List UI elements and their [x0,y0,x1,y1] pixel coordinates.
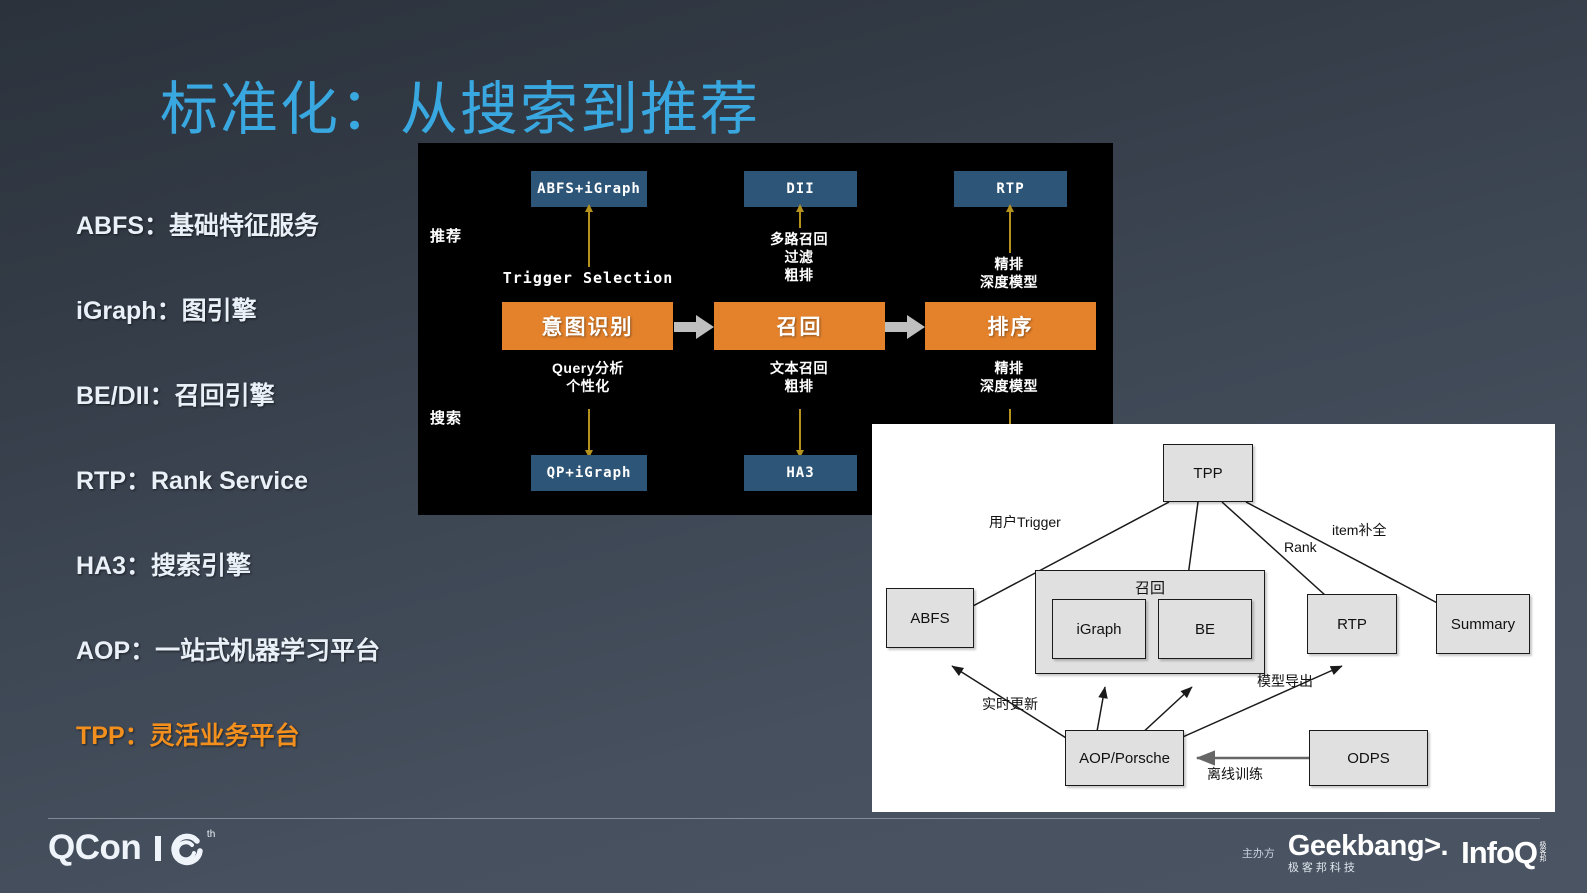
pipeline-caption-rank-bottom: 精排 深度模型 [980,360,1038,394]
list-item: RTP：Rank Service [76,467,309,495]
list-item-highlighted: TPP：灵活业务平台 [76,722,300,750]
arch-node-abfs: ABFS [886,588,974,648]
arch-node-be: BE [1158,599,1252,659]
sponsor-logos: 主办方 Geekbang>. 极客邦科技 InfoQ 极客邦 [1242,832,1547,874]
pipeline-caption-rank-top: 精排 深度模型 [980,256,1038,290]
arch-edge-label-offline-train: 离线训练 [1207,766,1263,782]
list-item: HA3：搜索引擎 [76,552,252,580]
page-title: 标准化：从搜索到推荐 [160,77,761,142]
arch-node-tpp: TPP [1163,444,1253,502]
arch-node-rtp: RTP [1307,594,1397,654]
pipeline-caption-recall-top: 多路召回 过滤 粗排 [770,231,828,283]
qcon-logo: QCon th [48,828,216,868]
arrow-up-icon [1006,204,1014,253]
geekbang-logo: Geekbang>. 极客邦科技 [1287,830,1449,874]
list-item: BE/DII：召回引擎 [76,382,275,410]
arch-edge-label-model-export: 模型导出 [1257,673,1313,689]
pipeline-top-box-abfs-igraph: ABFS+iGraph [531,171,647,207]
pipeline-top-box-rtp: RTP [954,171,1067,207]
infoq-logo: InfoQ 极客邦 [1461,835,1547,871]
pipeline-stage-recall: 召回 [714,302,885,350]
list-item: ABFS：基础特征服务 [76,212,320,240]
pipeline-stage-intent: 意图识别 [502,302,673,350]
geekbang-wordmark: Geekbang>. [1287,830,1449,862]
pipeline-row-label-recommend: 推荐 [430,228,463,245]
pipeline-caption-trigger-selection: Trigger Selection [502,269,674,287]
pipeline-bottom-box-qp-igraph: QP+iGraph [531,455,647,491]
arch-node-igraph: iGraph [1052,599,1146,659]
pipeline-stage-rank: 排序 [925,302,1096,350]
list-item: iGraph：图引擎 [76,297,257,325]
chevron-right-icon [885,315,925,339]
arch-node-aop-porsche: AOP/Porsche [1065,730,1184,786]
arch-node-summary: Summary [1436,594,1530,654]
sponsor-prefix-label: 主办方 [1241,848,1275,860]
pipeline-caption-text-recall: 文本召回 粗排 [770,360,828,394]
arch-edge-label-item-complete: item补全 [1332,522,1387,538]
qcon-anniversary-icon: th [153,829,216,867]
geekbang-chinese-name: 极客邦科技 [1287,862,1358,874]
list-item: AOP：一站式机器学习平台 [76,637,381,665]
arch-node-odps: ODPS [1309,730,1428,786]
glossary-list: ABFS：基础特征服务 iGraph：图引擎 BE/DII：召回引擎 RTP：R… [76,206,506,801]
pipeline-row-label-search: 搜索 [430,410,463,427]
chevron-right-icon [674,315,714,339]
infoq-wordmark: InfoQ [1461,835,1538,870]
arch-edge-label-rank: Rank [1284,539,1317,555]
arrow-down-icon [585,409,593,458]
arrow-up-icon [585,204,593,267]
arch-edge-label-realtime-update: 实时更新 [982,696,1038,712]
footer-divider [48,818,1540,819]
qcon-anniversary-superscript: th [206,829,216,840]
pipeline-caption-query-analysis: Query分析 个性化 [552,360,624,394]
pipeline-bottom-box-ha3: HA3 [744,455,857,491]
pipeline-top-box-dii: DII [744,171,857,207]
architecture-diagram: TPP ABFS 召回 iGraph BE RTP Summary AOP/Po… [872,424,1555,812]
arrow-up-icon [796,204,804,228]
arch-edge-label-user-trigger: 用户Trigger [989,514,1061,530]
qcon-wordmark: QCon [48,828,142,867]
infoq-sub-label: 极客邦 [1539,841,1546,862]
arrow-down-icon [796,409,804,458]
arch-group-recall-label: 召回 [1134,580,1165,597]
